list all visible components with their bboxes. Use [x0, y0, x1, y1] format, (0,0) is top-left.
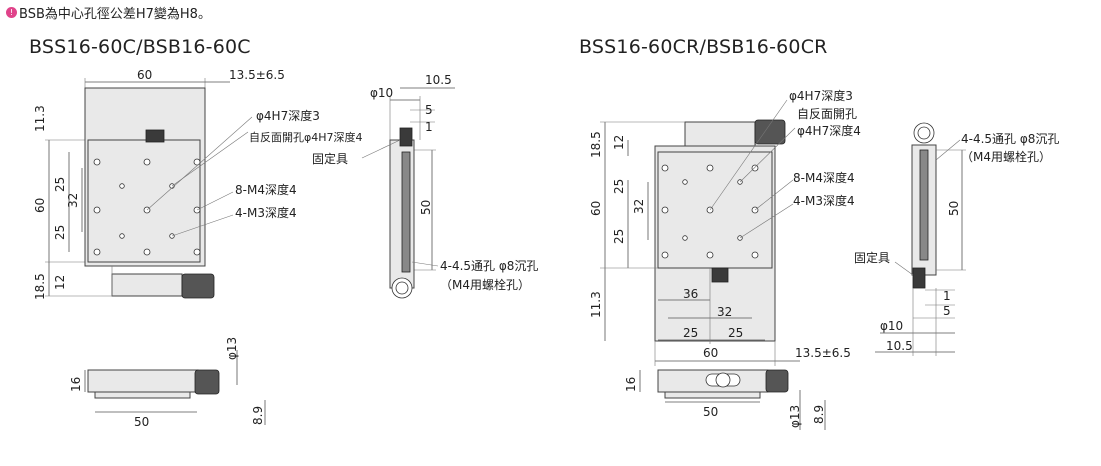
- label-m3: 4-M3深度4: [235, 205, 297, 220]
- dim-h32: 32: [66, 193, 80, 208]
- dim-h60: 60: [33, 198, 47, 213]
- dim-h25b: 25: [53, 225, 67, 240]
- dim-16: 16: [69, 377, 83, 392]
- dim-10-5: 10.5: [425, 73, 452, 87]
- dim-r-5: 5: [943, 304, 951, 318]
- left-top-view: 60 13.5±6.5 25 25 32 36 11.3 60 25 32 25…: [33, 68, 363, 300]
- label-r-thru2: （M4用螺栓孔）: [961, 149, 1051, 164]
- label-back-hole: 自反面開孔φ4H7深度4: [249, 130, 363, 144]
- label-thru1: 4-4.5通孔 φ8沉孔: [440, 259, 538, 273]
- dim-r-h32: 32: [632, 199, 646, 214]
- dim-h12: 12: [53, 275, 67, 290]
- left-micrometer-body: [111, 273, 183, 297]
- right-top-view: 18.5 12 60 25 32 25 11.3 36 32 25 25 60 …: [589, 88, 861, 366]
- label-r-back-hole1: 自反面開孔: [797, 107, 857, 121]
- dim-phi13: φ13: [225, 337, 239, 360]
- right-micrometer-body: [684, 121, 756, 147]
- right-side-view: 50 4-4.5通孔 φ8沉孔 （M4用螺栓孔） 固定具 1 5 φ10 10.…: [854, 122, 1059, 356]
- dim-r-25b: 25: [728, 326, 743, 340]
- dim-r-phi10: φ10: [880, 319, 903, 333]
- right-side-rail: [919, 149, 929, 261]
- left-side-fixture: [399, 127, 413, 147]
- label-r-center-hole: φ4H7深度3: [789, 88, 853, 103]
- info-icon: !: [6, 7, 17, 18]
- dim-width: 60: [137, 68, 152, 82]
- dim-r-width: 60: [703, 346, 718, 360]
- dim-50v: 50: [419, 200, 433, 215]
- right-micrometer-knob[interactable]: [754, 119, 786, 145]
- label-m4: 8-M4深度4: [235, 182, 297, 197]
- right-side-fixture: [912, 267, 926, 289]
- dim-r-36: 36: [683, 287, 698, 301]
- label-center-hole: φ4H7深度3: [256, 108, 320, 123]
- dim-r-25a: 25: [683, 326, 698, 340]
- left-title: BSS16-60C/BSB16-60C: [29, 36, 251, 58]
- dim-h11-3: 11.3: [33, 105, 47, 132]
- dim-r-10-5: 10.5: [886, 339, 913, 353]
- dim-h25a: 25: [53, 177, 67, 192]
- label-r-thru1: 4-4.5通孔 φ8沉孔: [961, 132, 1059, 146]
- dim-8-9: 8.9: [251, 406, 265, 425]
- right-lock-screw: [711, 267, 729, 283]
- right-front-view: 16 50 φ13 8.9: [624, 369, 826, 430]
- dim-r-32: 32: [717, 305, 732, 319]
- dim-1: 1: [425, 120, 433, 134]
- dim-r-offset: 13.5±6.5: [795, 346, 851, 360]
- right-title: BSS16-60CR/BSB16-60CR: [579, 36, 828, 58]
- left-micrometer-knob[interactable]: [181, 273, 215, 299]
- dim-h18-5: 18.5: [33, 273, 47, 300]
- label-thru2: （M4用螺栓孔）: [440, 277, 530, 292]
- dim-r-h11-3: 11.3: [589, 291, 603, 318]
- dim-50: 50: [134, 415, 149, 429]
- dim-phi10: φ10: [370, 86, 393, 100]
- dim-r-1: 1: [943, 289, 951, 303]
- label-r-fix: 固定具: [854, 250, 890, 265]
- dim-r-16: 16: [624, 377, 638, 392]
- left-side-view: φ10 10.5 5 1 50 固定具 4-4.5通孔 φ8沉孔 （M4用螺栓孔…: [312, 73, 538, 299]
- dim-r-h18-5: 18.5: [589, 131, 603, 158]
- dim-r-phi13: φ13: [788, 405, 802, 428]
- label-r-back-hole2: φ4H7深度4: [797, 123, 861, 138]
- dim-r-h25a: 25: [612, 179, 626, 194]
- dim-r-8-9: 8.9: [812, 405, 826, 424]
- left-side-rail: [401, 151, 411, 273]
- dim-r-50: 50: [703, 405, 718, 419]
- left-table: [87, 139, 201, 263]
- note-line: ! BSB為中心孔徑公差H7變為H8。: [6, 3, 211, 22]
- left-front-view: 16 50 φ13 8.9: [69, 337, 266, 429]
- dim-r-h12: 12: [612, 135, 626, 150]
- left-front-body: [87, 369, 199, 393]
- label-r-m4: 8-M4深度4: [793, 170, 855, 185]
- dim-r-h60: 60: [589, 201, 603, 216]
- dim-5: 5: [425, 103, 433, 117]
- left-lock-screw: [145, 129, 165, 143]
- dim-offset: 13.5±6.5: [229, 68, 285, 82]
- note-text: BSB為中心孔徑公差H7變為H8。: [19, 7, 211, 22]
- label-r-m3: 4-M3深度4: [793, 193, 855, 208]
- right-front-knob: [765, 369, 789, 393]
- dim-r-50v: 50: [947, 201, 961, 216]
- label-fix: 固定具: [312, 151, 348, 166]
- left-front-knob: [194, 369, 220, 395]
- dim-r-h25b: 25: [612, 229, 626, 244]
